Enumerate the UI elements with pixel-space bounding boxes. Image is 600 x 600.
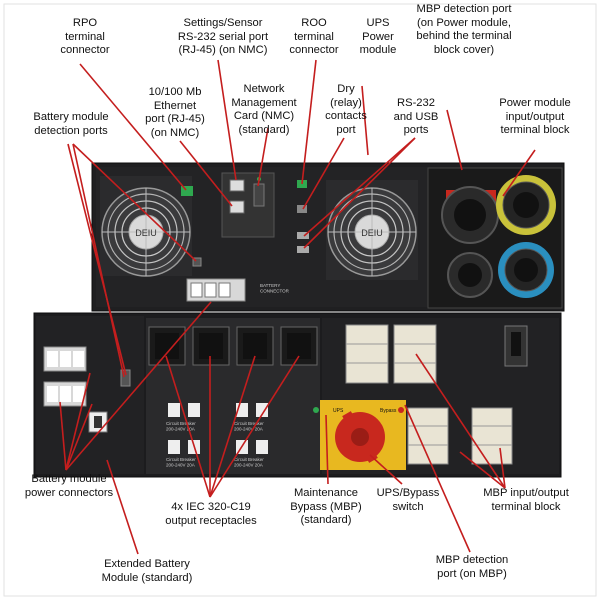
leader-power-terminal (502, 149, 536, 197)
leader-settings-sensor (217, 59, 237, 181)
label-settings-sensor-port: Settings/Sensor RS-232 serial port (RJ-4… (177, 17, 269, 56)
label-mbp-detection-port-mbp: MBP detection port (on MBP) (435, 554, 509, 580)
dry-contacts-port (297, 205, 307, 213)
label-dry-contacts-port: Dry (relay) contacts port (325, 83, 367, 136)
leader-battery-power-2 (65, 372, 91, 471)
leader-battery-detect-2 (72, 143, 125, 378)
leader-battery-power-3 (65, 301, 212, 471)
label-ethernet-port: 10/100 Mb Ethernet port (RJ-45) (on NMC) (145, 86, 205, 139)
frame-border (3, 3, 597, 597)
label-mbp-terminal-block: MBP input/output terminal block (483, 487, 569, 513)
leader-usb (303, 137, 416, 249)
leader-nmc (257, 127, 269, 187)
leader-battery-power-4 (65, 403, 93, 471)
label-mbp-detection-port-power: MBP detection port (on Power module, beh… (416, 3, 512, 56)
leader-receptacle-3 (209, 355, 256, 498)
label-battery-power-connectors: Battery module power connectors (24, 473, 114, 499)
usb-port (297, 246, 309, 253)
power-terminal-block (427, 167, 563, 309)
label-extended-battery-module: Extended Battery Module (standard) (101, 558, 193, 584)
label-output-receptacles: 4x IEC 320-C19 output receptacles (165, 501, 257, 527)
extended-battery-module (36, 316, 144, 474)
fan-right-label: DEIU (361, 228, 383, 238)
leader-ups-bypass (369, 454, 403, 485)
label-battery-detection-ports: Battery module detection ports (33, 111, 109, 137)
label-rs232-usb-ports: RS-232 and USB ports (393, 97, 439, 136)
leader-lines (59, 59, 536, 555)
fan-left-label: DEIU (135, 228, 157, 238)
leader-ethernet (179, 140, 233, 207)
label-rpo-terminal-connector: RPO terminal connector (60, 17, 110, 56)
leader-ups-power (361, 85, 369, 156)
leader-rpo (79, 63, 187, 191)
leader-mbp-terminal-2 (459, 451, 506, 489)
leader-ebm (106, 459, 139, 555)
battery-detect-port-top (192, 257, 202, 267)
nmc-card (221, 172, 275, 238)
label-network-management-card: Network Management Card (NMC) (standard) (231, 83, 297, 136)
label-ups-power-module: UPS Power module (359, 17, 397, 56)
label-ups-bypass-switch: UPS/Bypass switch (376, 487, 440, 513)
leader-dry (302, 137, 345, 210)
leader-roo (301, 59, 317, 185)
leader-battery-detect-3 (67, 143, 127, 376)
leader-mbp-detect-power (446, 109, 463, 171)
label-roo-terminal-connector: ROO terminal connector (289, 17, 339, 56)
rs232-port (297, 232, 309, 239)
fan-right: DEIU (326, 180, 418, 280)
fan-left: DEIU (100, 176, 192, 277)
leader-mbp-detect-mbp (404, 404, 471, 553)
leader-mbp-terminal-3 (499, 447, 506, 489)
label-power-terminal-block: Power module input/output terminal block (499, 97, 571, 136)
leader-receptacle-4 (209, 355, 300, 498)
switch-bypass-label: Bypass (380, 408, 397, 414)
rpo-terminal (181, 186, 193, 196)
leader-receptacle-1 (165, 355, 211, 498)
leader-battery-power-1 (59, 401, 67, 471)
leader-rs232 (303, 137, 416, 237)
switch-ups-label: UPS (333, 408, 344, 414)
leader-mbp-terminal-1 (415, 353, 506, 489)
label-maintenance-bypass: Maintenance Bypass (MBP) (standard) (290, 487, 362, 526)
leader-mbp (325, 414, 329, 485)
maintenance-bypass-panel: UPS Bypass (313, 318, 559, 474)
leader-battery-detect-1 (72, 143, 197, 262)
